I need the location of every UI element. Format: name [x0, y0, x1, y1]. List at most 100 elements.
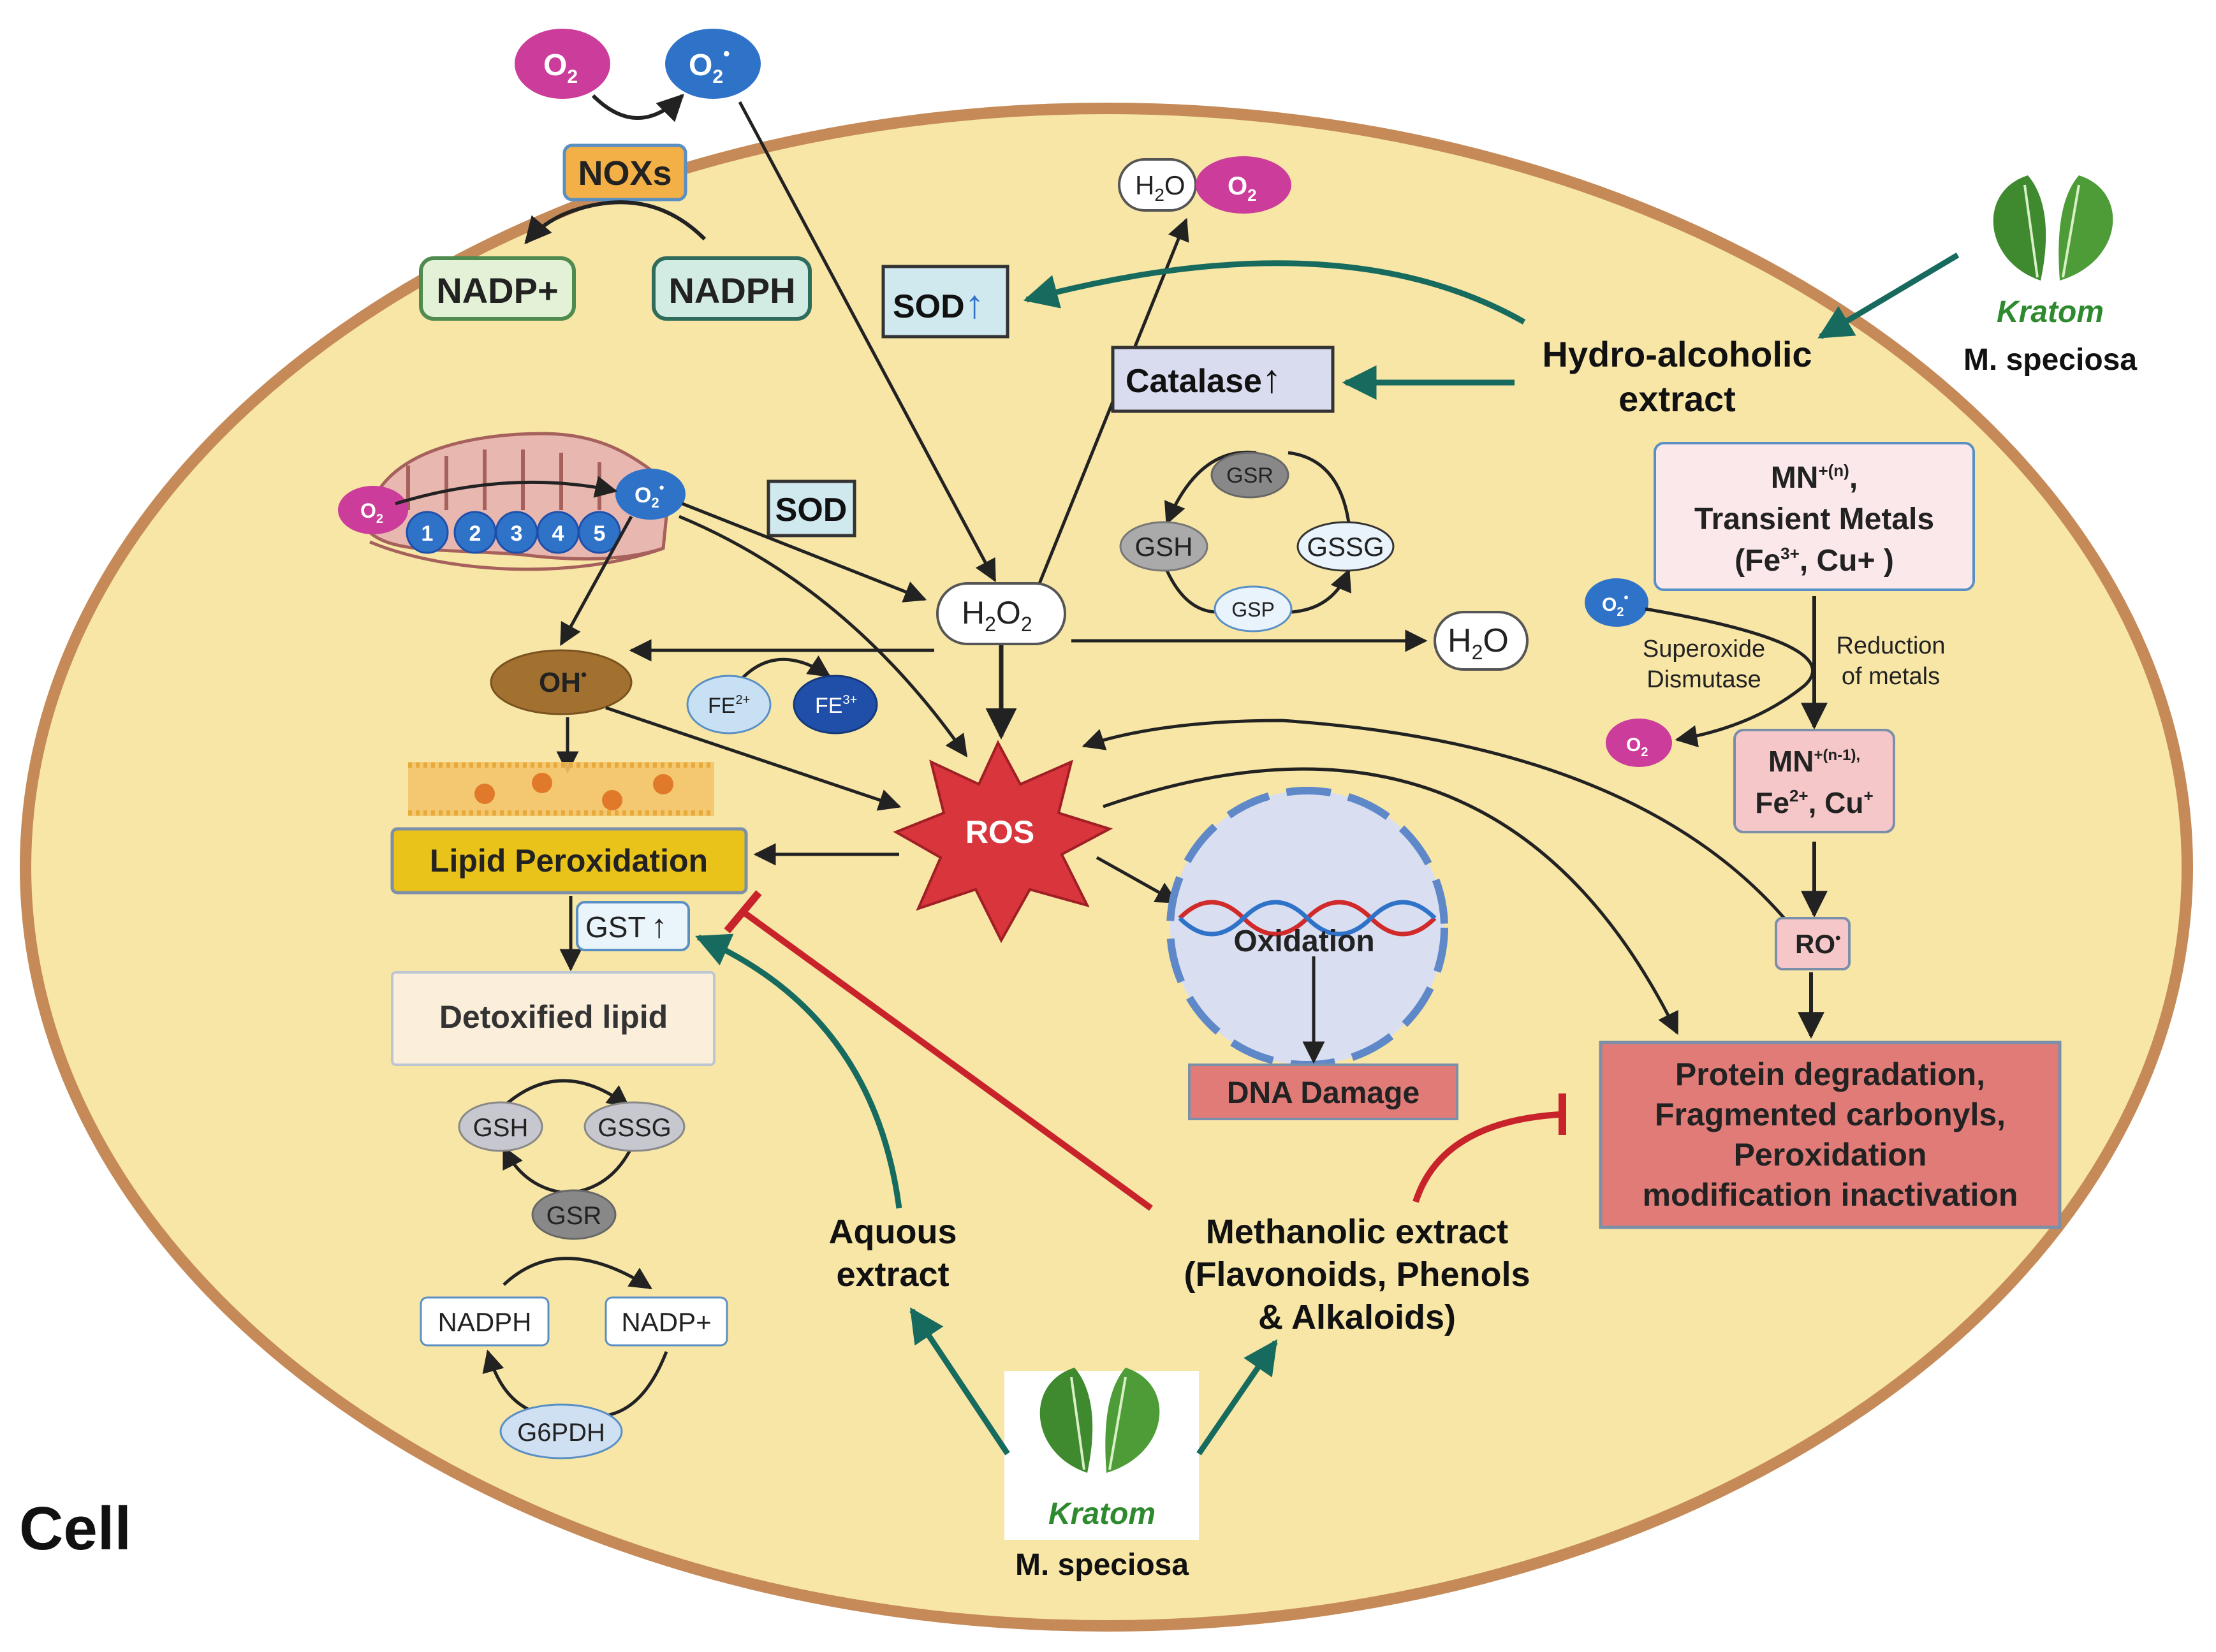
- svg-text:Detoxified lipid: Detoxified lipid: [439, 999, 668, 1035]
- oh-to-ros-arrow: [605, 706, 902, 811]
- svg-text:NADPH: NADPH: [437, 1307, 531, 1337]
- lipid-membrane-icon: [408, 762, 714, 816]
- detoxified-lipid-box: [391, 971, 715, 1066]
- svg-text:1: 1: [422, 522, 434, 546]
- svg-text:H2O: H2O: [1448, 622, 1509, 664]
- svg-text:OH•: OH•: [539, 665, 587, 698]
- gssg-top-pill: [1296, 521, 1395, 572]
- svg-text:& Alkaloids): & Alkaloids): [1258, 1298, 1456, 1336]
- ros-to-protein-arrow: [1103, 767, 1679, 1035]
- svg-text:GSSG: GSSG: [598, 1114, 671, 1142]
- kratom-to-aqueous-arrow: [909, 1307, 1010, 1456]
- nadp-plus-box: [419, 256, 576, 321]
- svg-text:GSR: GSR: [1226, 464, 1273, 488]
- m-speciosa-label-bottom: M. speciosa: [1015, 1548, 1189, 1582]
- sod-up-box: [881, 265, 1009, 339]
- cell-label: Cell: [19, 1495, 131, 1563]
- svg-text:O2: O2: [1228, 172, 1257, 205]
- gsr-top-pill: [1210, 451, 1289, 499]
- svg-text:O2: O2: [1626, 735, 1648, 759]
- svg-text:Fe2+, Cu+: Fe2+, Cu+: [1755, 786, 1873, 819]
- svg-text:GSSG: GSSG: [1307, 532, 1384, 562]
- svg-text:O2: O2: [543, 48, 578, 87]
- svg-text:O2: O2: [360, 499, 383, 526]
- svg-text:NADPH: NADPH: [668, 270, 795, 311]
- aqueous-to-gst-arrow: [695, 933, 902, 1209]
- dna-damage-box: [1188, 1064, 1458, 1120]
- svg-text:4: 4: [552, 522, 564, 546]
- methanolic-inhibits-protein: [1413, 1111, 1560, 1203]
- o2-mito-bubble: [338, 486, 408, 534]
- gsh-top-pill: [1119, 521, 1208, 572]
- svg-text:Transient Metals: Transient Metals: [1694, 502, 1934, 536]
- catalase-up-box: [1111, 346, 1335, 413]
- o2-metals-bubble: [1606, 719, 1672, 767]
- ros-to-nucleus-arrow: [1096, 856, 1179, 904]
- svg-text:O2•: O2•: [689, 43, 730, 87]
- svg-text:Superoxide: Superoxide: [1643, 636, 1765, 662]
- methanolic-inhibits-lipid: [741, 909, 1153, 1211]
- nox-o2-arrow: [591, 94, 684, 122]
- superoxide-to-h2o2-arrow: [738, 101, 997, 583]
- svg-text:NADP+: NADP+: [436, 270, 558, 311]
- kratom-leaf-icon: [1993, 175, 2113, 281]
- svg-text:Fragmented carbonyls,: Fragmented carbonyls,: [1655, 1097, 2006, 1132]
- svg-text:O2•: O2•: [635, 479, 664, 511]
- hydro-alcoholic-label: Hydro-alcoholic: [1542, 334, 1812, 374]
- svg-text:Lipid Peroxidation: Lipid Peroxidation: [430, 843, 708, 879]
- svg-text:GSR: GSR: [547, 1202, 602, 1230]
- gsh-gssg-cycle-bottom: [1165, 569, 1219, 614]
- gsr-bottom-pill: [531, 1189, 617, 1240]
- kratom-label-bottom: Kratom: [1048, 1497, 1156, 1531]
- svg-text:MN+(n-1),: MN+(n-1),: [1768, 745, 1860, 778]
- gssg-bottom-pill: [583, 1101, 686, 1152]
- kratom-leaf-icon: [1039, 1368, 1160, 1473]
- svg-text:ROS: ROS: [965, 814, 1034, 850]
- metals-box: [1654, 442, 1975, 591]
- lipid-peroxidation-box: [390, 827, 748, 895]
- nadph-bottom-box: [420, 1296, 550, 1347]
- svg-text:Dismutase: Dismutase: [1647, 666, 1761, 693]
- nadp-plus-bottom-box: [605, 1296, 728, 1347]
- svg-text:extract: extract: [836, 1255, 949, 1294]
- svg-text:extract: extract: [1618, 379, 1736, 419]
- kratom-label-top: Kratom: [1997, 295, 2104, 329]
- mito-chain-arrow: [395, 476, 618, 506]
- svg-text:DNA Damage: DNA Damage: [1227, 1076, 1420, 1110]
- fe3-bubble: [793, 675, 878, 735]
- svg-text:Catalase↑: Catalase↑: [1126, 357, 1282, 401]
- svg-text:5: 5: [594, 522, 606, 546]
- oxidation-label: Oxidation: [1233, 925, 1374, 958]
- hydro-to-sod-arrow: [1023, 260, 1526, 325]
- oh-radical-pill: [490, 649, 633, 715]
- g6pdh-pill: [499, 1403, 623, 1459]
- protein-damage-box: [1599, 1041, 2062, 1229]
- methanolic-extract-label: Methanolic extract: [1206, 1213, 1508, 1251]
- svg-text:NADP+: NADP+: [621, 1307, 711, 1337]
- kratom-to-methanolic-arrow: [1196, 1339, 1278, 1456]
- electron-transport-chain: [406, 511, 621, 554]
- dna-strand-b: [1178, 900, 1437, 937]
- svg-text:Reduction: Reduction: [1836, 632, 1945, 659]
- nadph-box: [652, 256, 812, 321]
- gst-up-box: [576, 901, 690, 951]
- aqueous-extract-label: Aquous: [829, 1213, 957, 1251]
- superoxide-bubble-nox: [665, 29, 761, 99]
- fe2-bubble: [686, 675, 772, 735]
- svg-text:Protein degradation,: Protein degradation,: [1675, 1056, 1985, 1092]
- svg-text:(Flavonoids, Phenols: (Flavonoids, Phenols: [1184, 1255, 1530, 1294]
- ro-radical-box: [1775, 917, 1851, 970]
- svg-text:3: 3: [511, 522, 523, 546]
- svg-text:FE2+: FE2+: [708, 693, 750, 718]
- svg-text:FE3+: FE3+: [815, 693, 857, 718]
- kratom-to-hydro-arrow: [1817, 252, 1960, 339]
- superoxide-mito-bubble: [615, 469, 686, 520]
- h2o2-pill: [936, 582, 1066, 645]
- svg-text:Peroxidation: Peroxidation: [1734, 1137, 1927, 1173]
- o2-bubble-nox: [515, 29, 610, 99]
- m-speciosa-label-top: M. speciosa: [1963, 343, 2137, 377]
- o2-top-bubble: [1196, 156, 1291, 214]
- svg-text:GSP: GSP: [1231, 598, 1275, 621]
- svg-text:H2O: H2O: [1135, 170, 1185, 205]
